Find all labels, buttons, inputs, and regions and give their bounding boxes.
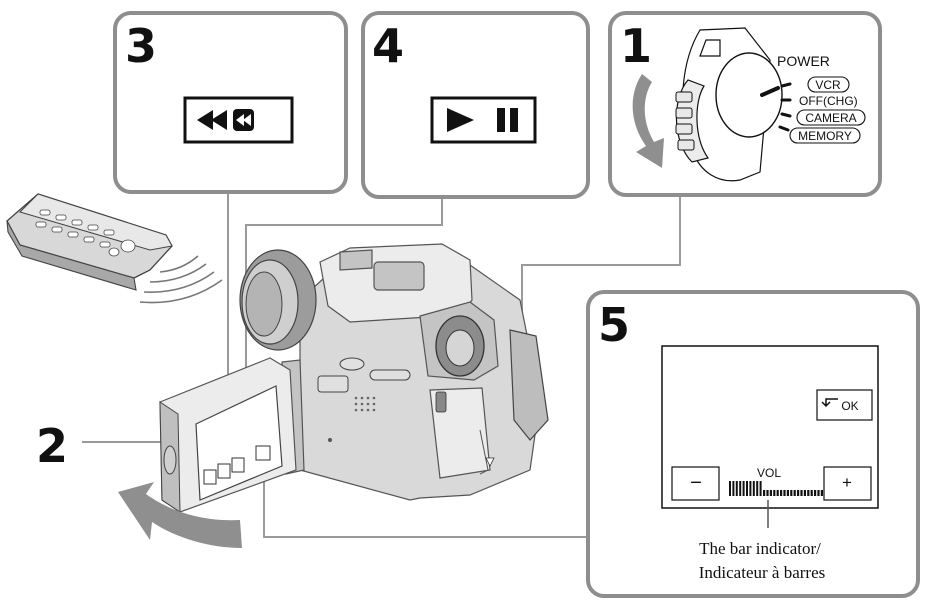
volume-plus-button [823,466,872,501]
volume-bar-filled [739,481,742,496]
caption-line-fr: Indicateur à barres [699,563,825,582]
vcr-pill [807,76,850,93]
camcorder-illustration [159,243,549,513]
volume-bar-filled [729,481,731,496]
vol-label: VOL [757,466,781,480]
step4-number: 4 [372,19,404,73]
power-position-memory: MEMORY [798,129,852,143]
step5-number: 5 [598,298,630,352]
memory-pill [789,127,861,144]
return-icon [821,398,838,408]
step3-panel: 3 [113,11,348,194]
volume-bar-indicator [729,481,823,496]
volume-bar-empty [814,490,817,496]
volume-bar-filled [735,481,738,496]
volume-bar-empty [817,490,820,496]
step5-panel: 5 OK − + VOL The bar indicator/ Indicate… [586,290,920,598]
volume-bar-empty [800,490,803,496]
step2-number: 2 [36,419,68,473]
step1-number: 1 [620,19,652,73]
volume-bar-empty [790,490,793,496]
play-pause-icon [447,108,518,132]
power-position-off: OFF(CHG) [799,94,858,108]
volume-bar-empty [766,490,769,496]
rewind-icon [197,109,254,131]
rotate-arrow [632,74,664,168]
volume-bar-empty [769,490,772,496]
volume-bar-empty [763,490,766,496]
minus-label: − [690,472,702,494]
volume-bar-empty [803,490,806,496]
volume-bar-filled [752,481,755,496]
volume-bar-filled [759,481,762,496]
volume-minus-button [671,466,720,501]
volume-bar-empty [807,490,810,496]
volume-bar-filled [742,481,745,496]
volume-bar-filled [749,481,752,496]
power-label: POWER [777,53,830,69]
volume-bar-empty [776,490,779,496]
camera-pill [796,109,866,126]
volume-bar-empty [780,490,783,496]
volume-bar-filled [756,481,759,496]
volume-bar-empty [786,490,789,496]
volume-bar-empty [773,490,776,496]
step4-panel: 4 [361,11,590,199]
step3-number: 3 [125,19,157,73]
power-position-camera: CAMERA [805,111,856,125]
remote-commander [6,193,173,291]
volume-bar-empty [797,490,800,496]
step1-panel: 1 POWER VCR OFF(CHG) CAMERA M [608,11,882,197]
volume-bar-filled [732,481,735,496]
ir-signal-waves [139,255,223,304]
volume-bar-empty [783,490,786,496]
plus-label: + [842,473,852,492]
volume-bar-filled [746,481,748,496]
open-lcd-arrow [118,482,242,548]
power-position-vcr: VCR [815,78,841,92]
volume-bar-empty [810,490,813,496]
volume-bar-empty [793,490,796,496]
caption-line-en: The bar indicator/ [699,539,821,558]
power-dial-illustration [675,27,792,182]
volume-bar-empty [820,490,823,496]
ok-label: OK [841,399,858,413]
